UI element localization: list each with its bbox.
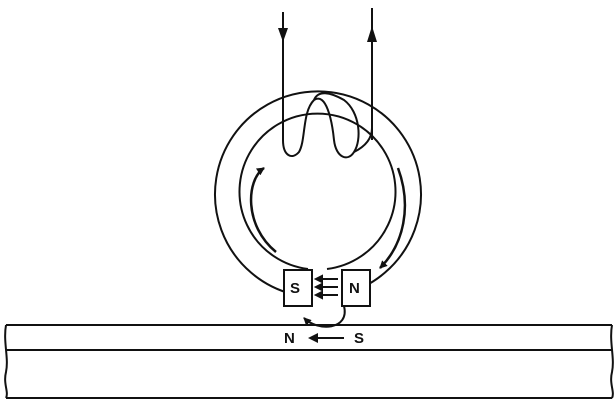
medium-right-break	[610, 324, 614, 399]
input-wire-arrow-down-icon	[278, 28, 288, 42]
ring-core	[214, 90, 422, 295]
output-wire-arrow-up-icon	[367, 26, 377, 42]
recording-medium	[4, 324, 614, 399]
gap-field-arrows	[313, 274, 338, 300]
flux-arrow-left	[249, 166, 277, 253]
ring-outer-edge	[214, 90, 422, 295]
medium-left-break	[4, 324, 8, 399]
medium-right-pole-label: S	[354, 330, 364, 347]
ring-inner-edge	[238, 112, 397, 270]
pole-piece-left	[283, 269, 313, 307]
coil-lead-out	[353, 127, 373, 153]
gap-left-pole-label: S	[290, 280, 300, 297]
pole-piece-right	[341, 269, 371, 307]
coil-winding	[282, 92, 360, 159]
medium-left-pole-label: N	[284, 330, 295, 347]
gap-right-pole-label: N	[349, 280, 360, 297]
fringing-flux-loop	[303, 305, 346, 328]
flux-arrow-right	[379, 167, 407, 269]
